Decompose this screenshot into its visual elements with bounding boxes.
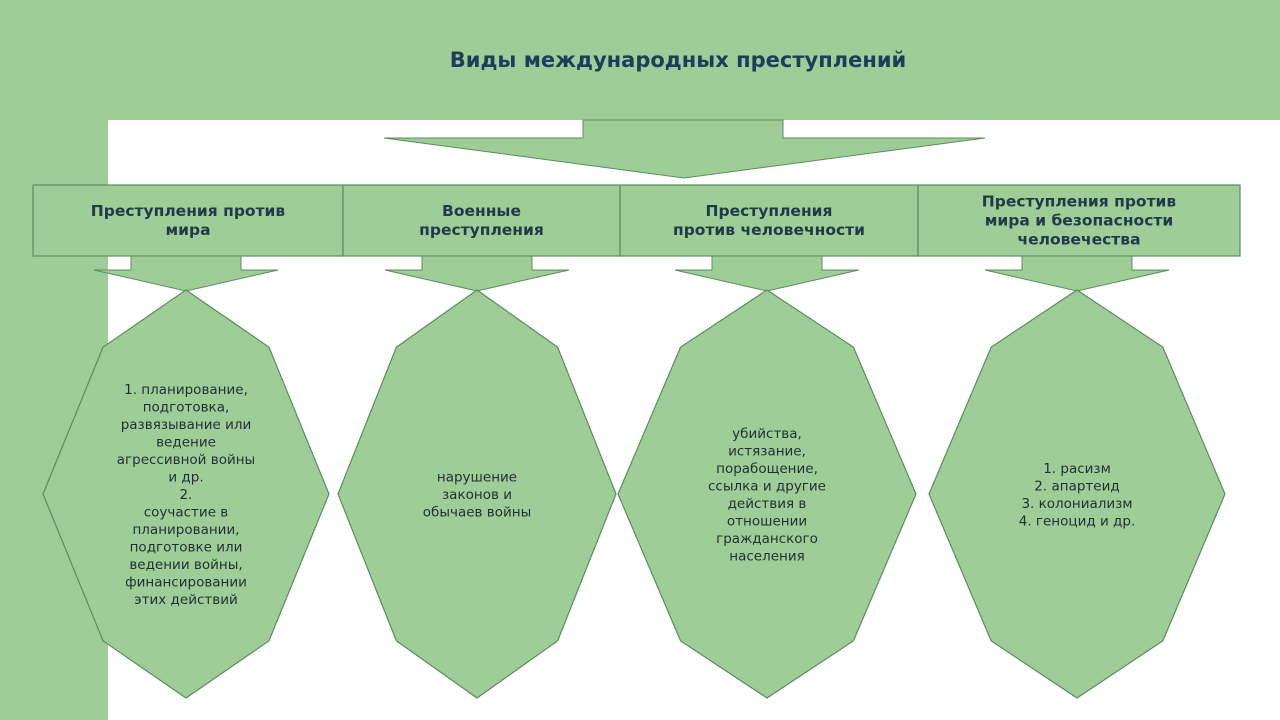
detail-line: действия в [728, 496, 807, 512]
detail-line: ссылка и другие [708, 478, 826, 494]
category-label: Преступления против [982, 193, 1177, 211]
detail-line: отношении [727, 513, 807, 529]
connector-arrow [384, 255, 570, 292]
detail-star [42, 289, 330, 699]
detail-line: нарушение [437, 470, 517, 486]
detail-line: 1. планирование, [124, 382, 248, 398]
category-box [32, 184, 344, 257]
detail-line: агрессивной войны [117, 452, 255, 468]
detail-line: обычаев войны [423, 505, 532, 521]
category-label: против человечности [673, 221, 865, 239]
detail-line: этих действий [134, 592, 238, 608]
category-label: преступления [419, 221, 544, 239]
detail-line: ведении войны, [129, 557, 242, 573]
detail-line: населения [729, 548, 804, 564]
connector-arrow [93, 255, 279, 292]
detail-line: гражданского [716, 531, 818, 547]
category-label: Военные [442, 202, 521, 220]
category-box [917, 184, 1241, 257]
category-label: Преступления против [91, 202, 286, 220]
detail-line: подготовке или [130, 540, 243, 556]
detail-star [928, 289, 1226, 699]
detail-line: порабощение, [716, 461, 818, 477]
detail-line: соучастие в [144, 505, 229, 521]
main-arrow [383, 119, 986, 179]
detail-line: убийства, [732, 426, 802, 442]
detail-star [337, 289, 617, 699]
detail-line: 3. колониализм [1021, 496, 1132, 512]
detail-line: законов и [442, 487, 512, 503]
detail-line: финансировании [125, 575, 247, 591]
category-label: мира и безопасности [985, 212, 1173, 230]
detail-line: и др. [168, 470, 203, 486]
detail-line: ведение [156, 435, 216, 451]
detail-star [617, 289, 917, 699]
connector-arrow [674, 255, 860, 292]
detail-line: развязывание или [121, 417, 252, 433]
detail-line: 2. [180, 487, 193, 503]
detail-line: планировании, [132, 522, 239, 538]
detail-line: подготовка, [143, 400, 230, 416]
category-label: мира [165, 221, 210, 239]
detail-line: 2. апартеид [1034, 478, 1119, 494]
category-label: Преступления [706, 202, 833, 220]
detail-line: 1. расизм [1043, 461, 1111, 477]
detail-line: истязание, [728, 443, 806, 459]
diagram-title: Виды международных преступлений [450, 48, 907, 72]
category-label: человечества [1017, 231, 1140, 249]
detail-line: 4. геноцид и др. [1019, 513, 1136, 529]
connector-arrow [984, 255, 1170, 292]
